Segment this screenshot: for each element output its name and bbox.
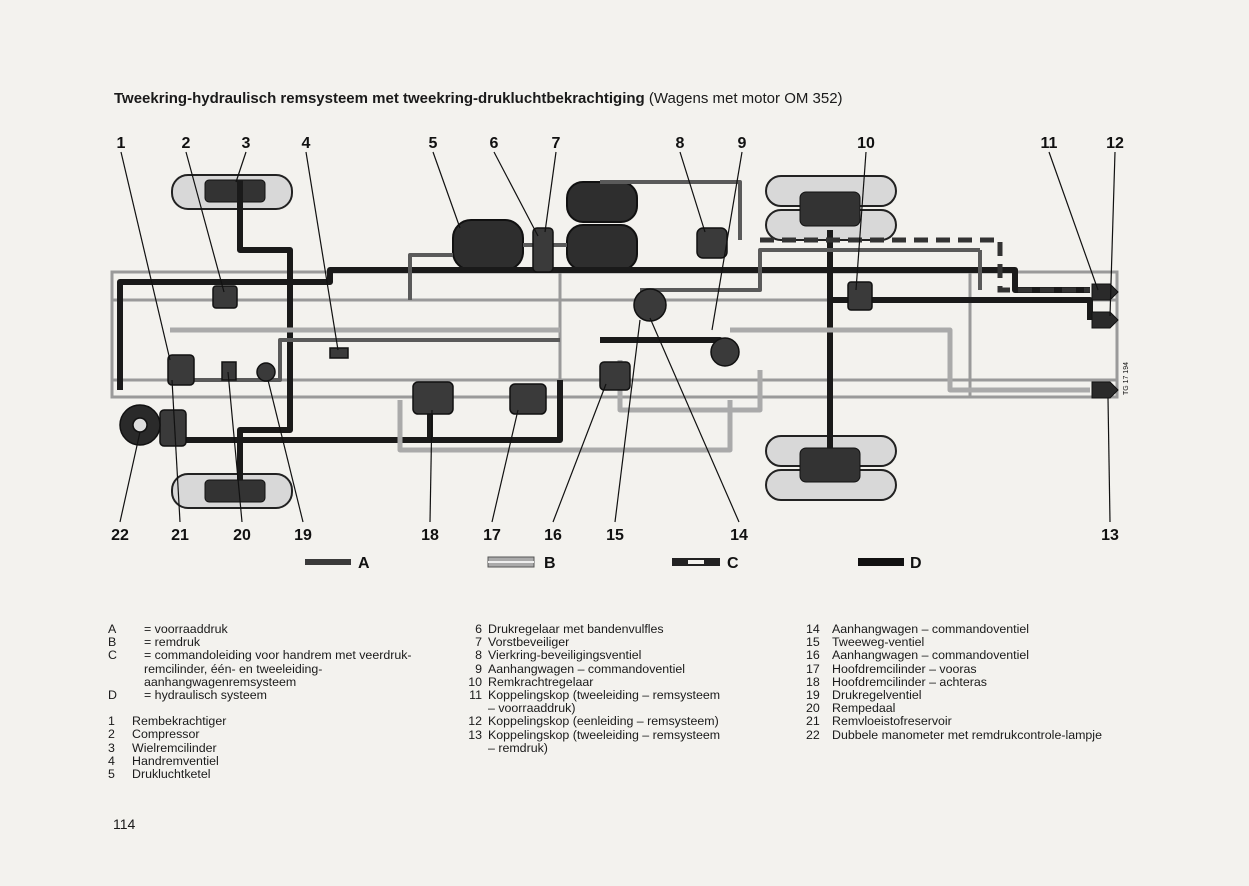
callout-16: 16 (544, 527, 562, 544)
master-cylinder-rear (412, 381, 454, 415)
callout-15: 15 (606, 527, 624, 544)
four-circuit-valve (696, 227, 728, 259)
coupling-heads (1091, 283, 1119, 399)
callout-19: 19 (294, 527, 312, 544)
drawing-code: TG 17 194 (1123, 362, 1130, 395)
legend-label-c: C (727, 555, 739, 572)
key-row: B= remdruk (108, 635, 201, 650)
callout-7: 7 (552, 135, 561, 152)
air-tank-5 (452, 219, 524, 271)
callout-4: 4 (302, 135, 311, 152)
callout-13: 13 (1101, 527, 1119, 544)
legend-label-b: B (544, 555, 556, 572)
legend-label-a: A (358, 555, 370, 572)
bottom-callouts: 22 21 20 19 18 17 16 15 14 13 (111, 527, 1119, 544)
coupling-head-13 (1091, 381, 1119, 399)
pressure-regulating-valve (256, 362, 276, 382)
fluid-reservoir (159, 409, 187, 447)
callout-22: 22 (111, 527, 129, 544)
line-legend: A B C D (305, 555, 922, 572)
callout-14: 14 (730, 527, 748, 544)
coupling-head-11 (1091, 283, 1119, 301)
brake-force-regulator (847, 281, 873, 311)
callout-lines (119, 151, 1116, 523)
trailer-control-valve-14 (710, 337, 740, 367)
callout-8: 8 (676, 135, 685, 152)
page-number: 114 (113, 816, 136, 832)
callout-17: 17 (483, 527, 501, 544)
callout-21: 21 (171, 527, 189, 544)
trailer-control-valve-9 (633, 288, 667, 322)
brake-system-diagram: TG 17 194 1 (110, 135, 1130, 572)
coupling-head-12 (1091, 311, 1119, 329)
callout-6: 6 (490, 135, 499, 152)
legend-swatch-a (305, 559, 351, 565)
legend-label-d: D (910, 555, 922, 572)
line-c-command (760, 237, 1090, 293)
key-row: D= hydraulisch systeem (108, 688, 267, 703)
top-callouts: 1 2 3 4 5 6 7 8 9 10 11 12 (117, 135, 1124, 152)
legend-swatch-d (858, 558, 904, 566)
legend-column-1: A= voorraaddruk B= remdruk C= commandole… (108, 622, 413, 782)
page-title: Tweekring-hydraulisch remsysteem met twe… (114, 90, 843, 107)
components (119, 227, 873, 447)
hand-brake-valve (329, 347, 349, 359)
callout-18: 18 (421, 527, 439, 544)
callout-3: 3 (242, 135, 251, 152)
callout-9: 9 (738, 135, 747, 152)
callout-11: 11 (1041, 135, 1058, 152)
wheel-cylinders (204, 179, 861, 503)
master-cylinder-front (509, 383, 547, 415)
brake-booster (167, 354, 195, 386)
pressure-regulator (532, 227, 554, 273)
callout-10: 10 (857, 135, 875, 152)
compressor (212, 285, 238, 309)
callout-2: 2 (182, 135, 191, 152)
key-row: A= voorraaddruk (108, 622, 228, 636)
trailer-control-valve-16 (599, 361, 631, 391)
callout-20: 20 (233, 527, 251, 544)
key-row: C= commandoleiding voor handrem met veer… (108, 648, 412, 689)
line-b-brake (170, 327, 1090, 453)
title-subtitle: (Wagens met motor OM 352) (648, 90, 843, 107)
callout-1: 1 (117, 135, 126, 152)
callout-5: 5 (429, 135, 438, 152)
callout-12: 12 (1106, 135, 1124, 152)
title-bold: Tweekring-hydraulisch remsysteem met twe… (114, 90, 645, 107)
